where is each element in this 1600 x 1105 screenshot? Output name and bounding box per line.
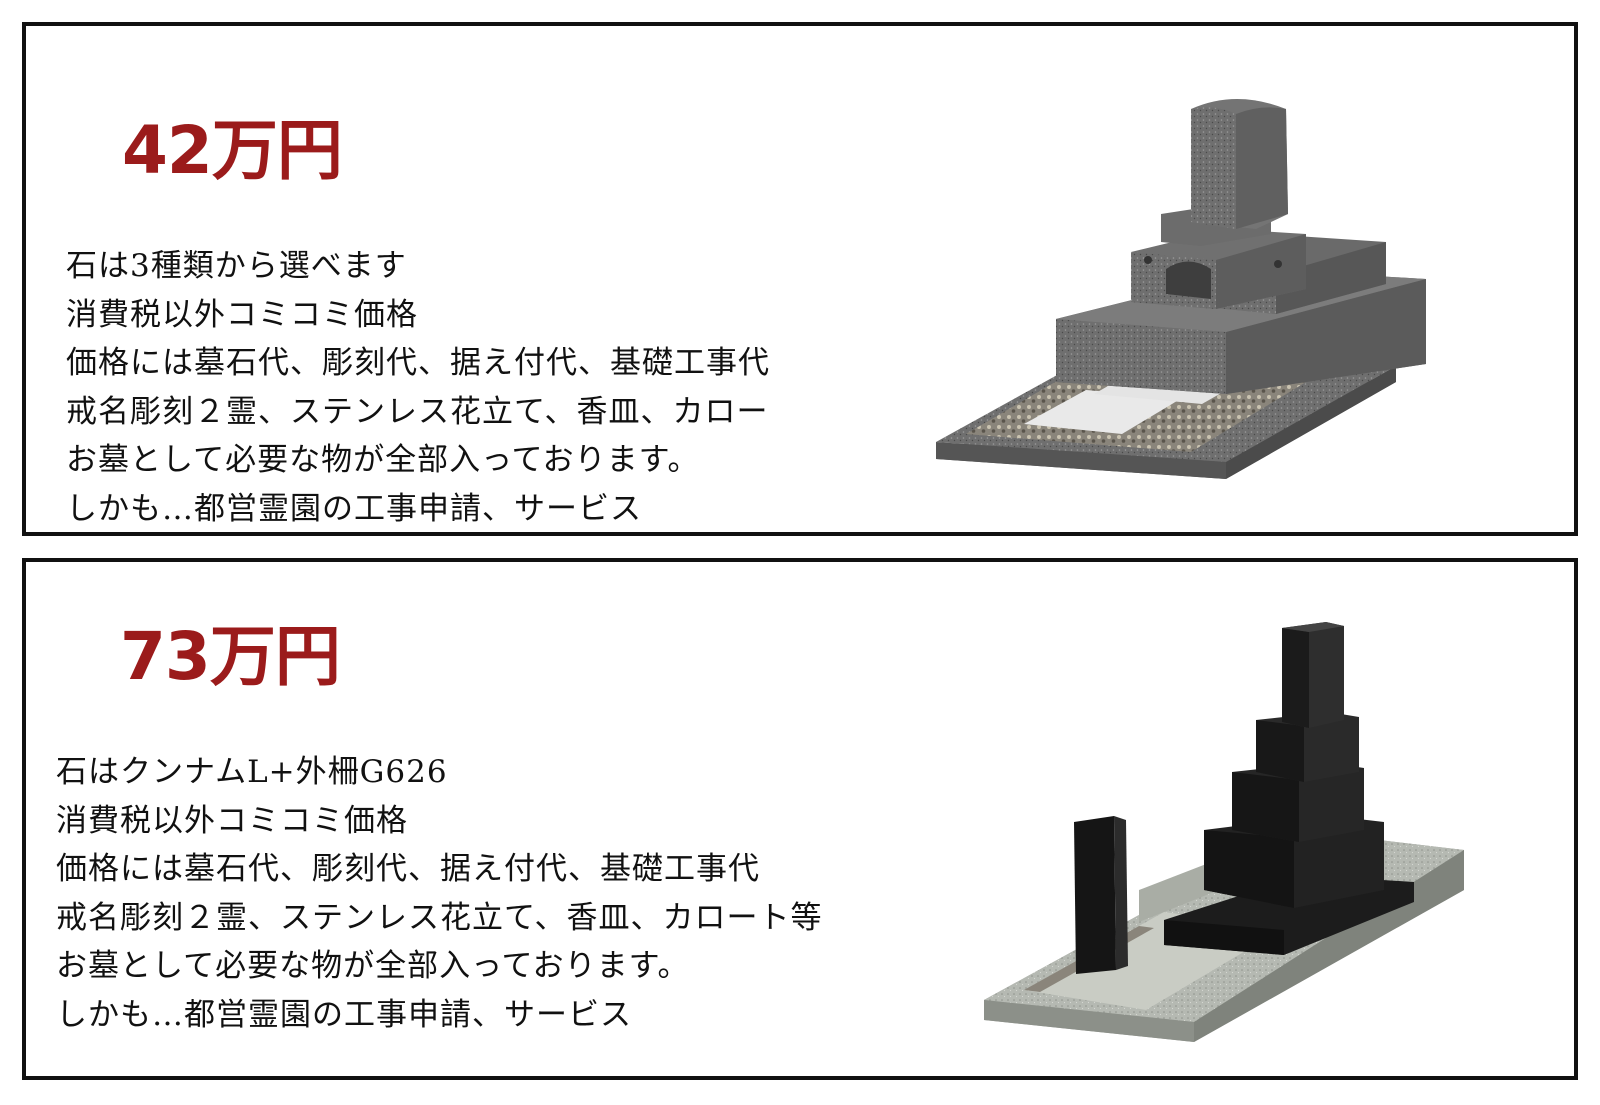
feature-item: 価格には墓石代、彫刻代、据え付代、基礎工事代 xyxy=(56,851,760,887)
feature-item: お墓として必要な物が全部入っております。 xyxy=(56,948,690,984)
feature-item: お墓として必要な物が全部入っております。 xyxy=(66,442,700,478)
plan-price: 73万円 xyxy=(120,618,341,695)
feature-item: 価格には墓石代、彫刻代、据え付代、基礎工事代 xyxy=(66,345,770,381)
feature-item: しかも…都営霊園の工事申請、サービス xyxy=(56,996,632,1033)
plan-card-42: 42万円 石は3種類から選べます 消費税以外コミコミ価格 価格には墓石代、彫刻代… xyxy=(22,22,1578,536)
black-granite-grave-icon xyxy=(964,590,1464,1050)
grey-granite-grave-icon xyxy=(926,64,1446,484)
feature-item: 戒名彫刻２霊、ステンレス花立て、香皿、カロー xyxy=(66,393,769,430)
feature-item: 戒名彫刻２霊、ステンレス花立て、香皿、カロート等 xyxy=(56,899,823,936)
plan-card-73: 73万円 石はクンナムL+外柵G626 消費税以外コミコミ価格 価格には墓石代、… xyxy=(22,558,1578,1080)
plan-price: 42万円 xyxy=(122,112,343,189)
feature-list: 石は3種類から選べます 消費税以外コミコミ価格 価格には墓石代、彫刻代、据え付代… xyxy=(66,242,770,532)
feature-item: 消費税以外コミコミ価格 xyxy=(66,296,418,333)
feature-item: しかも…都営霊園の工事申請、サービス xyxy=(66,490,642,527)
feature-item: 石は3種類から選べます xyxy=(66,248,407,284)
feature-item: 消費税以外コミコミ価格 xyxy=(56,802,408,839)
feature-list: 石はクンナムL+外柵G626 消費税以外コミコミ価格 価格には墓石代、彫刻代、据… xyxy=(56,748,878,1039)
feature-item: 石はクンナムL+外柵G626 xyxy=(56,754,448,790)
